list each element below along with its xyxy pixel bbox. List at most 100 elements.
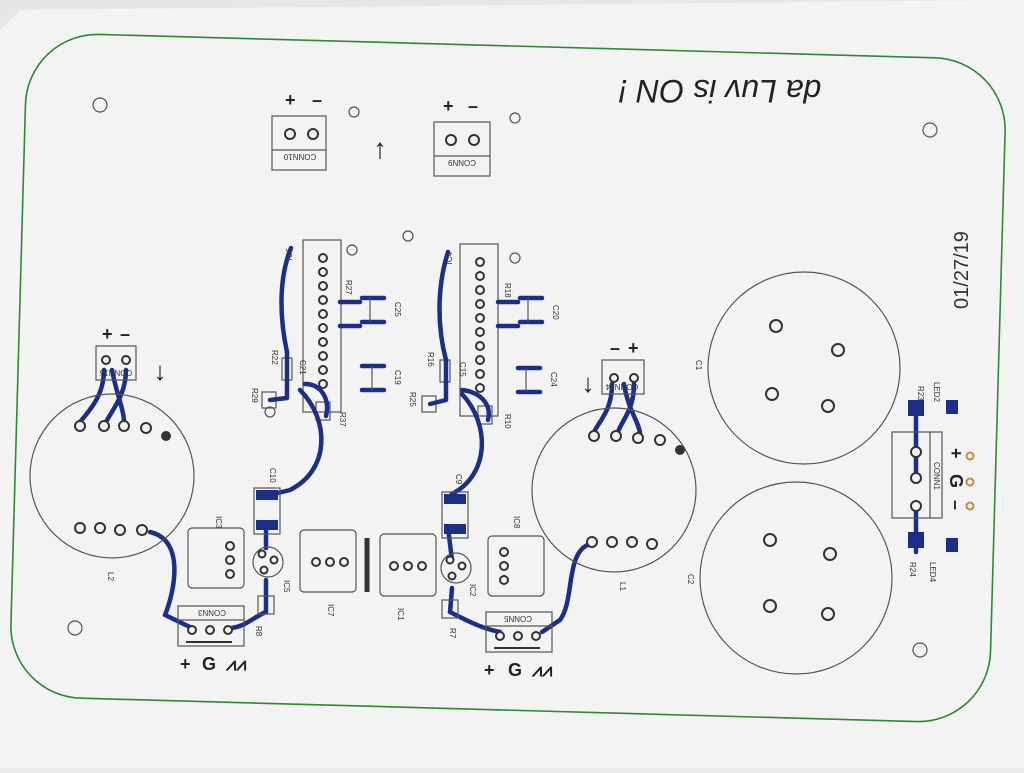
c9-label: C9 xyxy=(454,474,463,485)
c21-label: C21 xyxy=(298,360,307,375)
mount-hole xyxy=(922,122,938,138)
conn1-label: CONN1 xyxy=(932,462,941,491)
ic3-label: IC3 xyxy=(214,516,223,529)
minus-symbol: – xyxy=(468,96,478,116)
ic4-header: IC4 xyxy=(445,243,499,417)
mount-hole xyxy=(402,230,414,242)
ic4-label: IC4 xyxy=(445,251,454,264)
plus-symbol: + xyxy=(180,654,191,674)
c24-label: C24 xyxy=(549,372,558,387)
conn14: – + CONN14 xyxy=(601,338,645,395)
ic2: IC2 xyxy=(440,552,477,597)
ic2-label: IC2 xyxy=(468,584,477,597)
pad xyxy=(468,134,480,146)
board-outline xyxy=(10,33,1006,723)
c9-cap: C9 xyxy=(441,474,469,539)
r18-label: R18 xyxy=(503,283,512,298)
c20-label: C20 xyxy=(551,305,560,320)
r10-label: R10 xyxy=(503,414,512,429)
ic1: IC1 xyxy=(379,533,437,621)
minus-symbol: – xyxy=(120,324,130,344)
conn1: CONN1 + G – xyxy=(891,431,975,519)
ic8: IC8 xyxy=(487,516,545,597)
mount-hole xyxy=(509,252,521,264)
led2-label: LED2 xyxy=(932,382,941,403)
c15-label: C15 xyxy=(458,362,467,377)
led4: R24 LED4 xyxy=(908,532,958,583)
conn16: + – CONN16 xyxy=(95,324,137,381)
smd-caps-right: R18 C20 C24 xyxy=(495,283,560,395)
pad xyxy=(445,134,457,146)
pad xyxy=(284,128,296,140)
conn10: + – CONN10 xyxy=(271,90,327,171)
conn3-label: CONN3 xyxy=(197,608,226,617)
r16-label: R16 xyxy=(426,352,435,367)
ground-symbol: G xyxy=(508,660,522,680)
arrow-up: ↑ xyxy=(373,133,387,164)
c19-label: C19 xyxy=(393,370,402,385)
connector-outline xyxy=(433,121,491,177)
capacitor-c2: C2 xyxy=(686,481,893,675)
ground-symbol: G xyxy=(946,474,966,488)
conn5-label: CONN5 xyxy=(503,614,532,623)
r8-label: R8 xyxy=(254,626,263,637)
board-note: da Luv is ON ! xyxy=(619,73,822,109)
mount-hole xyxy=(264,406,276,418)
inductor-l2: L2 xyxy=(29,393,195,581)
led2: R23 LED2 xyxy=(908,382,958,416)
mount-hole xyxy=(912,642,928,658)
r25-label: R25 xyxy=(408,392,417,407)
plus-symbol: + xyxy=(102,324,113,344)
r23-label: R23 xyxy=(916,386,925,401)
minus-symbol: – xyxy=(610,338,620,358)
board-date: 01/27/19 xyxy=(951,231,973,309)
arrow-down: ↓ xyxy=(582,368,595,398)
mount-hole xyxy=(67,620,83,636)
plus-symbol: + xyxy=(285,90,296,110)
l2-label: L2 xyxy=(106,572,115,581)
conn10-label: CONN10 xyxy=(283,152,316,161)
minus-symbol: – xyxy=(946,500,966,510)
c10-label: C10 xyxy=(268,468,277,483)
r27-label: R27 xyxy=(344,280,353,295)
r7-label: R7 xyxy=(448,628,457,639)
c1-label: C1 xyxy=(694,360,703,371)
plus-symbol: + xyxy=(484,660,495,680)
inductor-l1: L1 xyxy=(531,407,697,591)
mount-hole xyxy=(509,112,521,124)
mount-hole xyxy=(348,106,360,118)
mounting-holes xyxy=(67,97,938,658)
ic3: IC3 xyxy=(187,516,245,589)
c10-cap: C10 xyxy=(253,468,281,535)
plus-symbol: + xyxy=(946,448,966,459)
ic5: IC5 xyxy=(252,546,291,593)
conn5: CONN5 + G ⩘⩘ xyxy=(484,611,553,680)
c2-label: C2 xyxy=(686,574,695,585)
ic7: IC7 xyxy=(299,529,357,617)
smd-caps-left: R27 C25 C19 xyxy=(337,280,402,393)
ic1-label: IC1 xyxy=(396,608,405,621)
led4-label: LED4 xyxy=(928,562,937,583)
ic5-label: IC5 xyxy=(282,580,291,593)
conn14-label: CONN14 xyxy=(605,382,638,391)
mount-hole xyxy=(346,244,358,256)
conn9: + – CONN9 xyxy=(433,96,491,177)
arrow-down: ↓ xyxy=(154,356,167,386)
conn3: CONN3 + G ⩘⩘ xyxy=(177,605,246,674)
pad xyxy=(307,128,319,140)
minus-symbol: – xyxy=(312,90,322,110)
capacitor-c1: C1 xyxy=(694,271,901,465)
conn9-label: CONN9 xyxy=(447,158,476,167)
header-outline xyxy=(459,243,499,417)
plus-symbol: + xyxy=(628,338,639,358)
connector-outline xyxy=(271,115,327,171)
r29-label: R29 xyxy=(250,388,259,403)
l1-label: L1 xyxy=(618,582,627,591)
mount-hole xyxy=(92,97,108,113)
ic8-label: IC8 xyxy=(512,516,521,529)
r22-label: R22 xyxy=(270,350,279,365)
ground-symbol: G xyxy=(202,654,216,674)
